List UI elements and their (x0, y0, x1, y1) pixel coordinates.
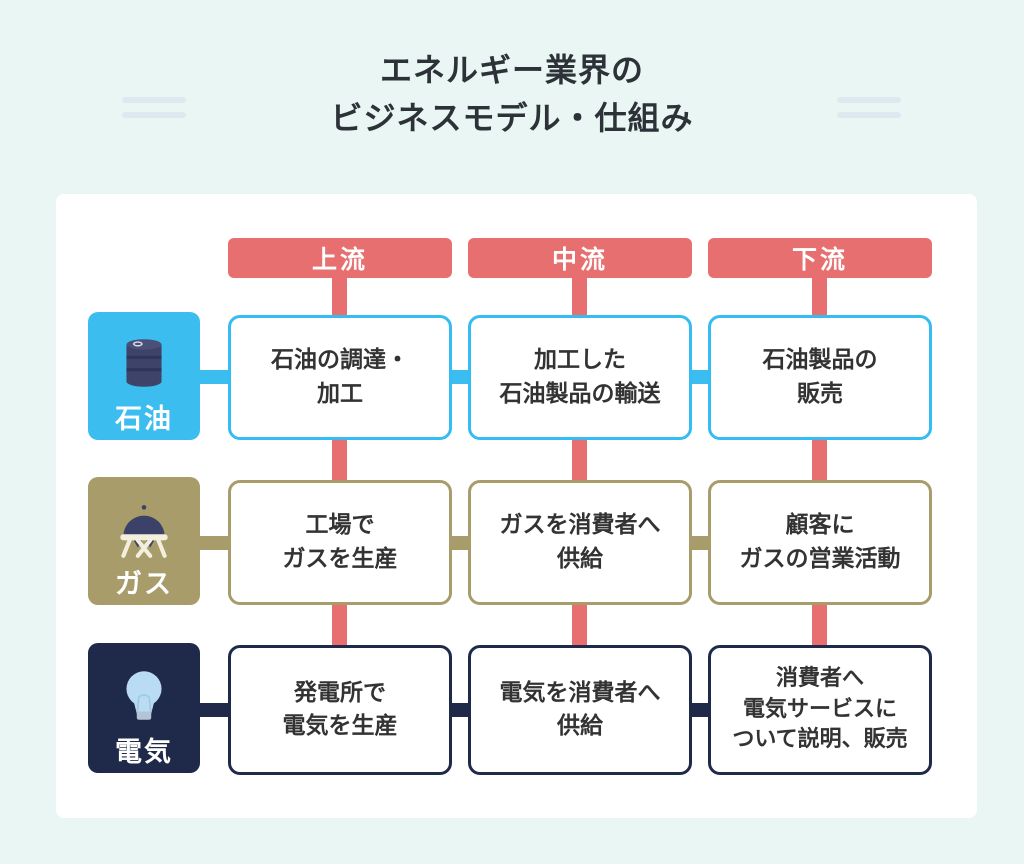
double-line-decoration-left (122, 97, 186, 118)
column-header-downstream: 下流 (708, 238, 932, 278)
cell-gas-midstream: ガスを消費者へ 供給 (468, 480, 692, 605)
row-tile-label-electric: 電気 (115, 737, 173, 768)
decoration-bar (837, 97, 901, 103)
cell-oil-midstream: 加工した 石油製品の輸送 (468, 315, 692, 440)
page-title: エネルギー業界の ビジネスモデル・仕組み (0, 46, 1024, 142)
cell-oil-upstream: 石油の調達・ 加工 (228, 315, 452, 440)
row-tile-gas: ガス (88, 477, 200, 605)
cell-electric-downstream: 消費者へ 電気サービスに ついて説明、販売 (708, 645, 932, 775)
diagram-card: 上流 中流 下流 石油 (56, 194, 977, 818)
row-tile-electric: 電気 (88, 643, 200, 773)
decoration-bar (122, 97, 186, 103)
cell-gas-downstream: 顧客に ガスの営業活動 (708, 480, 932, 605)
page-title-line-1: エネルギー業界の (379, 51, 644, 89)
row-tile-label-oil: 石油 (115, 404, 173, 435)
column-header-upstream: 上流 (228, 238, 452, 278)
decoration-bar (122, 112, 186, 118)
decoration-bar (837, 112, 901, 118)
row-tile-label-gas: ガス (115, 569, 173, 600)
cell-electric-upstream: 発電所で 電気を生産 (228, 645, 452, 775)
light-bulb-icon (111, 643, 177, 739)
oil-drum-icon (111, 312, 177, 406)
row-tile-oil: 石油 (88, 312, 200, 440)
column-header-midstream: 中流 (468, 238, 692, 278)
page-title-line-2: ビジネスモデル・仕組み (330, 99, 694, 137)
cell-electric-midstream: 電気を消費者へ 供給 (468, 645, 692, 775)
gas-tank-icon (111, 477, 177, 571)
double-line-decoration-right (837, 97, 901, 118)
cell-oil-downstream: 石油製品の 販売 (708, 315, 932, 440)
cell-gas-upstream: 工場で ガスを生産 (228, 480, 452, 605)
